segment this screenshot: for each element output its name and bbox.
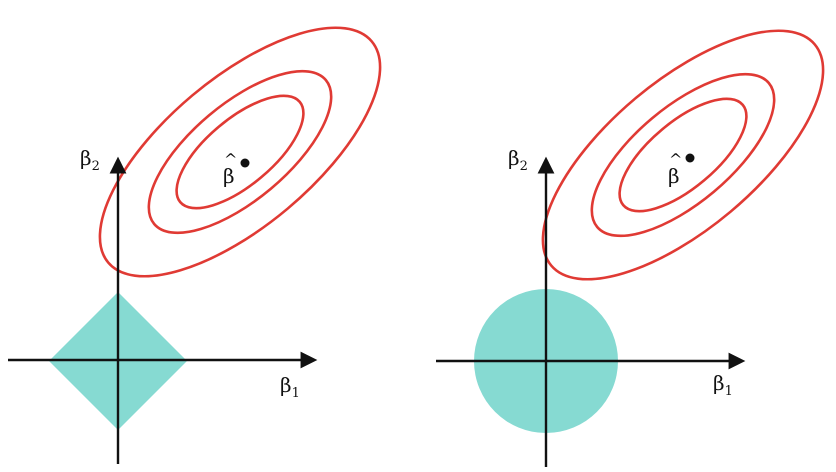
right-beta-hat-point — [685, 153, 695, 163]
right-beta-hat-accent: ^ — [669, 150, 682, 169]
right-contour-middle — [590, 72, 776, 238]
left-y-axis-label: β2 — [80, 146, 100, 174]
left-contour-outer — [98, 26, 382, 278]
left-panel: β ^ β2 β1 — [8, 26, 382, 464]
right-contour-inner — [618, 97, 748, 213]
left-beta-hat-point — [240, 158, 250, 168]
right-panel: β ^ β2 β1 — [436, 29, 825, 467]
right-contour-group — [541, 29, 825, 281]
right-y-axis-label: β2 — [508, 146, 528, 174]
left-beta-hat-accent: ^ — [224, 150, 237, 169]
left-beta-hat-label: β — [223, 164, 235, 188]
right-x-axis-label: β1 — [713, 371, 733, 399]
left-contour-group — [98, 26, 382, 278]
right-beta-hat-label: β — [668, 164, 680, 188]
left-contour-inner — [175, 94, 305, 210]
left-x-axis-label: β1 — [280, 373, 300, 401]
right-contour-outer — [541, 29, 825, 281]
left-contour-middle — [147, 69, 333, 235]
